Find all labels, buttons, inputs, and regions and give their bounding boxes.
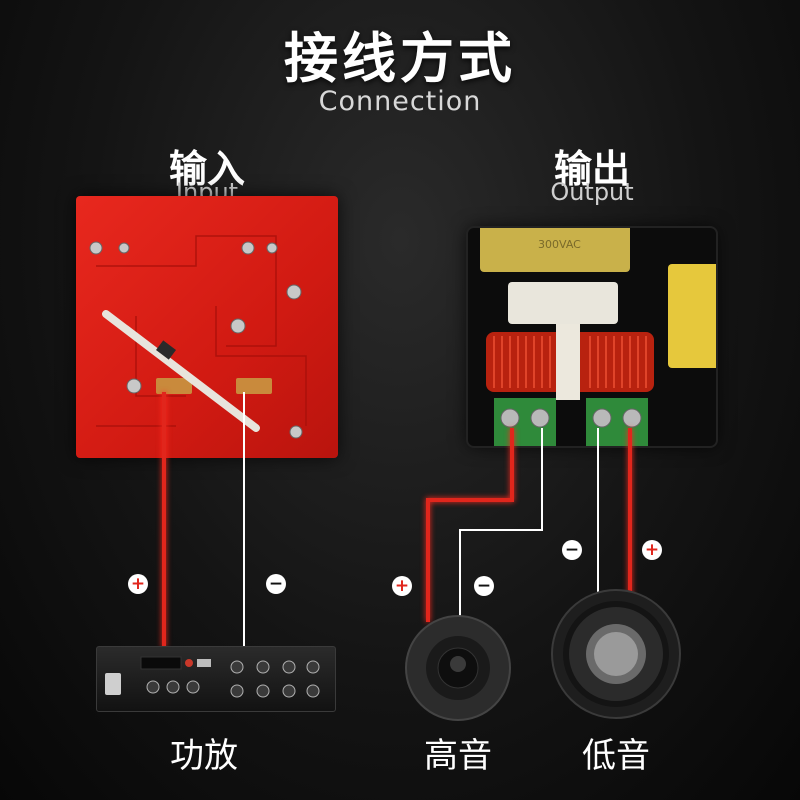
input-label: 输入 [168,147,245,191]
capacitor-icon [480,218,630,272]
output-board-components: 300VAC [480,218,720,446]
woofer-label: 低音 [582,736,650,776]
page-title: 接线方式 [284,27,516,90]
amplifier-label: 功放 [170,736,238,776]
tweeter-speaker [396,614,520,722]
terminal-block-icon [494,398,648,446]
woofer-icon [551,589,681,719]
resistor-icon [508,282,618,324]
output-label-en: Output [550,178,634,206]
minus-icon: − [562,540,582,560]
minus-icon: − [474,576,494,596]
woofer-speaker [550,588,682,720]
plus-icon: + [642,540,662,560]
input-board-traces [89,235,307,439]
inductor-coil-icon [486,324,654,400]
amplifier-icon [105,656,320,698]
capacitor-text: 300VAC [538,238,581,251]
minus-icon: − [266,574,286,594]
zip-tie-icon [102,310,260,432]
amplifier-device [96,646,336,712]
tweeter-positive-wire [426,428,514,622]
output-board: 300VAC [468,218,720,446]
page-subtitle: Connection [318,86,482,117]
tweeter-label: 高音 [424,736,492,776]
tweeter-negative-wire [459,428,543,622]
input-board [76,196,338,458]
plus-icon: + [392,576,412,596]
tweeter-icon [405,615,511,721]
output-label: 输出 [553,147,630,191]
plus-icon: + [128,574,148,594]
yellow-capacitor-icon [668,264,720,368]
